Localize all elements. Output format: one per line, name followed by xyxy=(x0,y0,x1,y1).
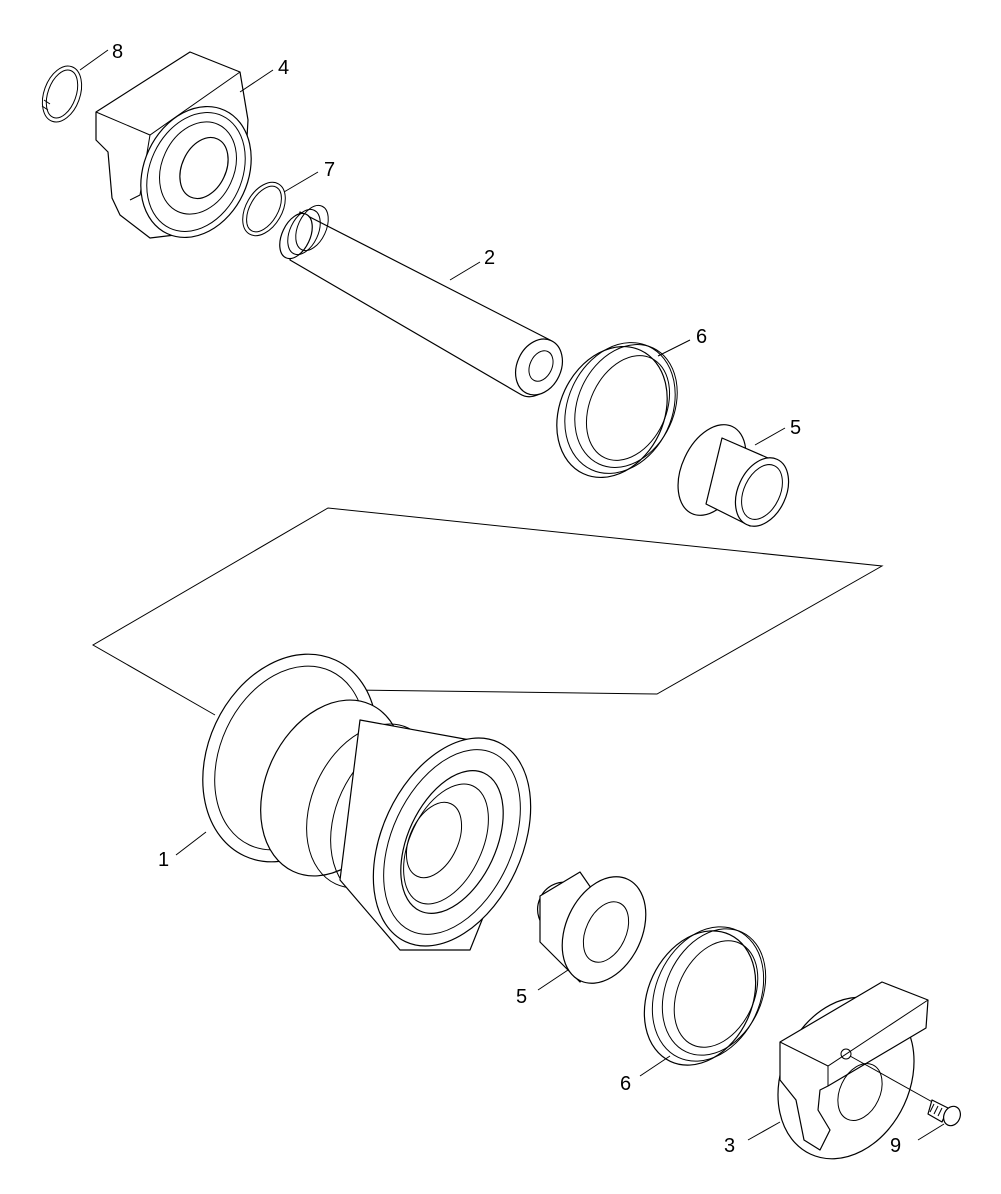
part-7-o-ring xyxy=(242,171,319,237)
part-8-snap-ring xyxy=(41,49,109,123)
part-1-roller xyxy=(175,653,532,951)
part-9-screw xyxy=(849,1055,961,1141)
callout-5-top: 5 xyxy=(790,417,801,439)
part-6-seal-bottom xyxy=(639,926,767,1077)
part-5-bushing-top xyxy=(677,424,790,527)
callout-3: 3 xyxy=(724,1135,735,1157)
callout-1: 1 xyxy=(158,849,169,871)
callout-6-top: 6 xyxy=(696,326,707,348)
callout-9: 9 xyxy=(890,1135,901,1157)
callout-6-bottom: 6 xyxy=(620,1073,631,1095)
callout-8: 8 xyxy=(112,41,123,63)
part-2-shaft xyxy=(279,204,564,398)
callout-5-bottom: 5 xyxy=(516,986,527,1008)
part-5-bushing-bottom xyxy=(537,871,647,991)
callout-4: 4 xyxy=(278,57,289,79)
callout-7: 7 xyxy=(324,159,335,181)
callout-2: 2 xyxy=(484,247,495,269)
part-4-end-collar xyxy=(95,51,274,239)
part-6-seal-top xyxy=(556,339,691,479)
part-3-end-block xyxy=(747,981,929,1160)
assembly-plane xyxy=(92,507,884,716)
